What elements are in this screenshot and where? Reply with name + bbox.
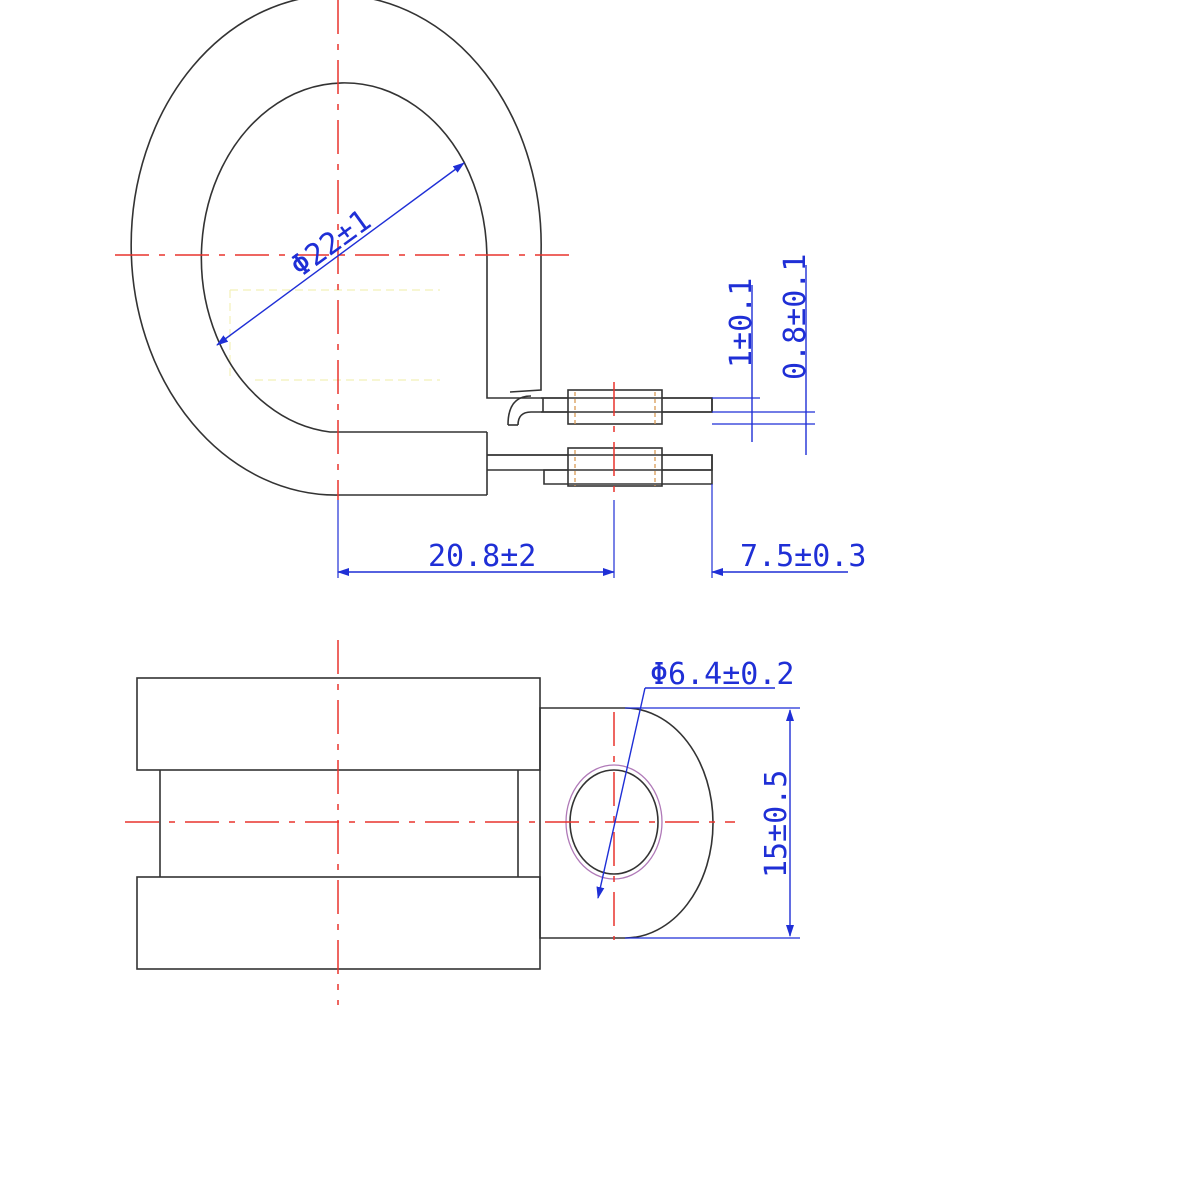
hole-diameter-leader <box>596 687 646 899</box>
front-view: Φ22±1 1±0.1 0.8±0.1 20.8±2 7.5±0.3 <box>115 0 866 578</box>
metal-band-edges <box>159 770 519 877</box>
top-view: Φ6.4±0.2 15±0.5 <box>125 640 800 1005</box>
extension-lines <box>712 397 815 425</box>
strip-thickness-label: 1±0.1 <box>724 278 759 368</box>
extension-lines <box>625 707 800 939</box>
hole-offset-label: 20.8±2 <box>428 539 536 574</box>
mounting-tab <box>539 707 714 939</box>
tab-thickness-label: 0.8±0.1 <box>778 254 813 380</box>
hole-hidden-line <box>574 392 656 424</box>
tab-width-label: 15±0.5 <box>759 770 794 878</box>
lower-washer-block <box>567 447 663 487</box>
clip-inner-contour <box>200 82 541 433</box>
hole-hidden-line <box>574 450 656 486</box>
hole-diameter-label: Φ6.4±0.2 <box>650 657 795 692</box>
clip-outer-contour <box>130 0 542 496</box>
construction-line <box>229 289 440 381</box>
thickness-dimension-line <box>751 265 807 455</box>
tab-edge-label: 7.5±0.3 <box>740 539 866 574</box>
inner-diameter-label: Φ22±1 <box>284 203 378 284</box>
diameter-dimension-line <box>216 162 465 346</box>
upper-tab-strip <box>541 397 713 413</box>
upper-washer-block <box>567 389 663 425</box>
extension-lines <box>337 484 713 578</box>
